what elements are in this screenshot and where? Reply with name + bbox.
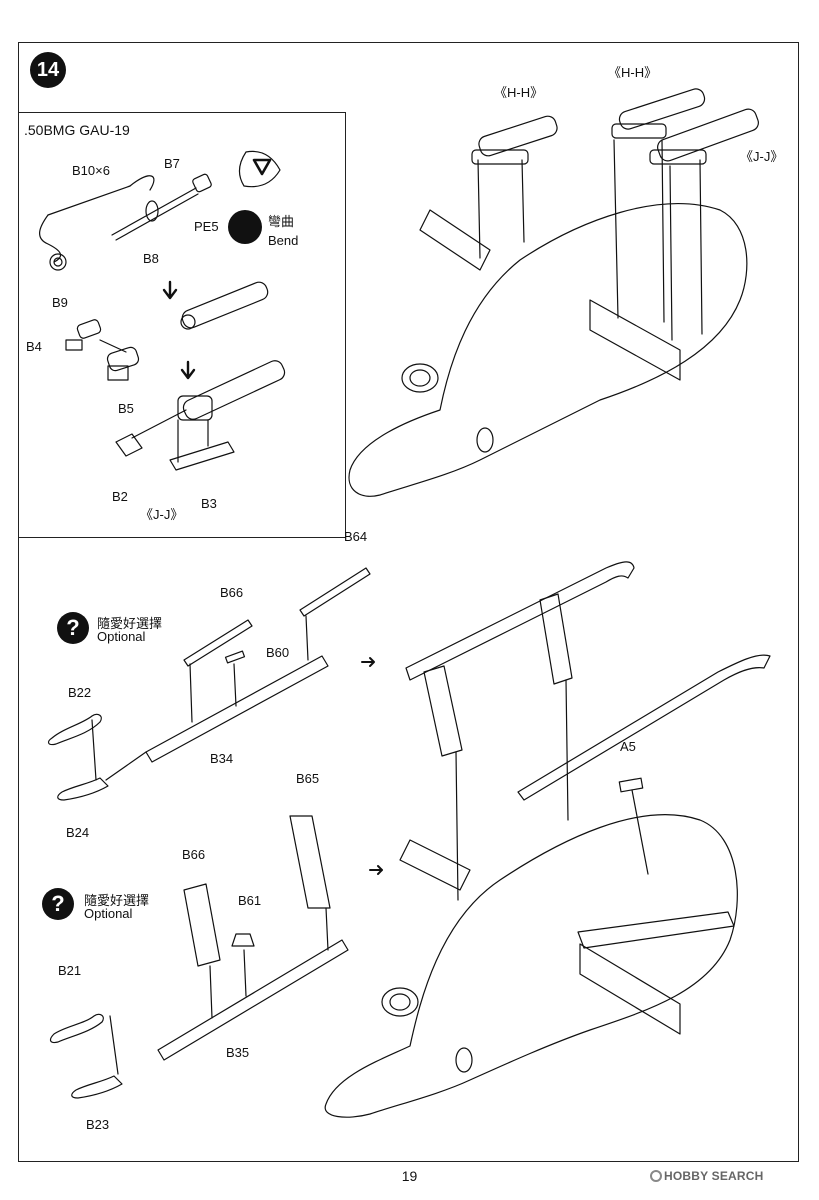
optional-question-icon-2: ?: [42, 888, 74, 920]
label-b34: B34: [210, 751, 234, 766]
optional-label-cn-2: 隨愛好選擇: [84, 894, 150, 909]
watermark-text: HOBBY SEARCH: [664, 1169, 764, 1183]
optional-label-en-2: Optional: [84, 906, 133, 921]
label-b8: B8: [143, 251, 159, 266]
label-jj-top: 《J-J》: [740, 149, 784, 164]
watermark-logo-icon: [650, 1170, 662, 1182]
optional-question-icon: ?: [57, 612, 89, 644]
optional-label-en: Optional: [97, 629, 146, 644]
label-b4: B4: [26, 339, 42, 354]
label-b24: B24: [66, 825, 90, 840]
label-hh-right: 《H-H》: [608, 65, 658, 80]
label-b65: B65: [296, 771, 320, 786]
label-b66-bottom: B66: [182, 847, 206, 862]
inset-title: .50BMG GAU-19: [24, 122, 130, 138]
label-b3: B3: [201, 496, 217, 511]
label-b5: B5: [118, 401, 134, 416]
label-b22: B22: [68, 685, 92, 700]
page-frame: [18, 42, 799, 1162]
label-b64: B64: [344, 529, 368, 544]
label-pe5: PE5: [194, 219, 219, 234]
gau19-inset-frame: [18, 112, 346, 538]
label-b2: B2: [112, 489, 128, 504]
label-b23: B23: [86, 1117, 110, 1132]
label-b7: B7: [164, 156, 180, 171]
page-number: 19: [401, 1168, 418, 1184]
label-b66-top: B66: [220, 585, 244, 600]
label-b9: B9: [52, 295, 68, 310]
label-b21: B21: [58, 963, 82, 978]
label-b60: B60: [266, 645, 290, 660]
label-b35: B35: [226, 1045, 250, 1060]
label-b61: B61: [238, 893, 262, 908]
label-jj-inset: 《J-J》: [140, 507, 184, 522]
optional-label-cn: 隨愛好選擇: [97, 617, 163, 632]
bend-icon: [228, 210, 262, 244]
bend-label-cn: 彎曲: [268, 215, 295, 230]
step-number-badge: 14: [30, 52, 66, 88]
label-a5: A5: [620, 739, 636, 754]
label-b10: B10×6: [72, 163, 110, 178]
bend-label-en: Bend: [268, 233, 299, 248]
label-hh-left: 《H-H》: [494, 85, 544, 100]
